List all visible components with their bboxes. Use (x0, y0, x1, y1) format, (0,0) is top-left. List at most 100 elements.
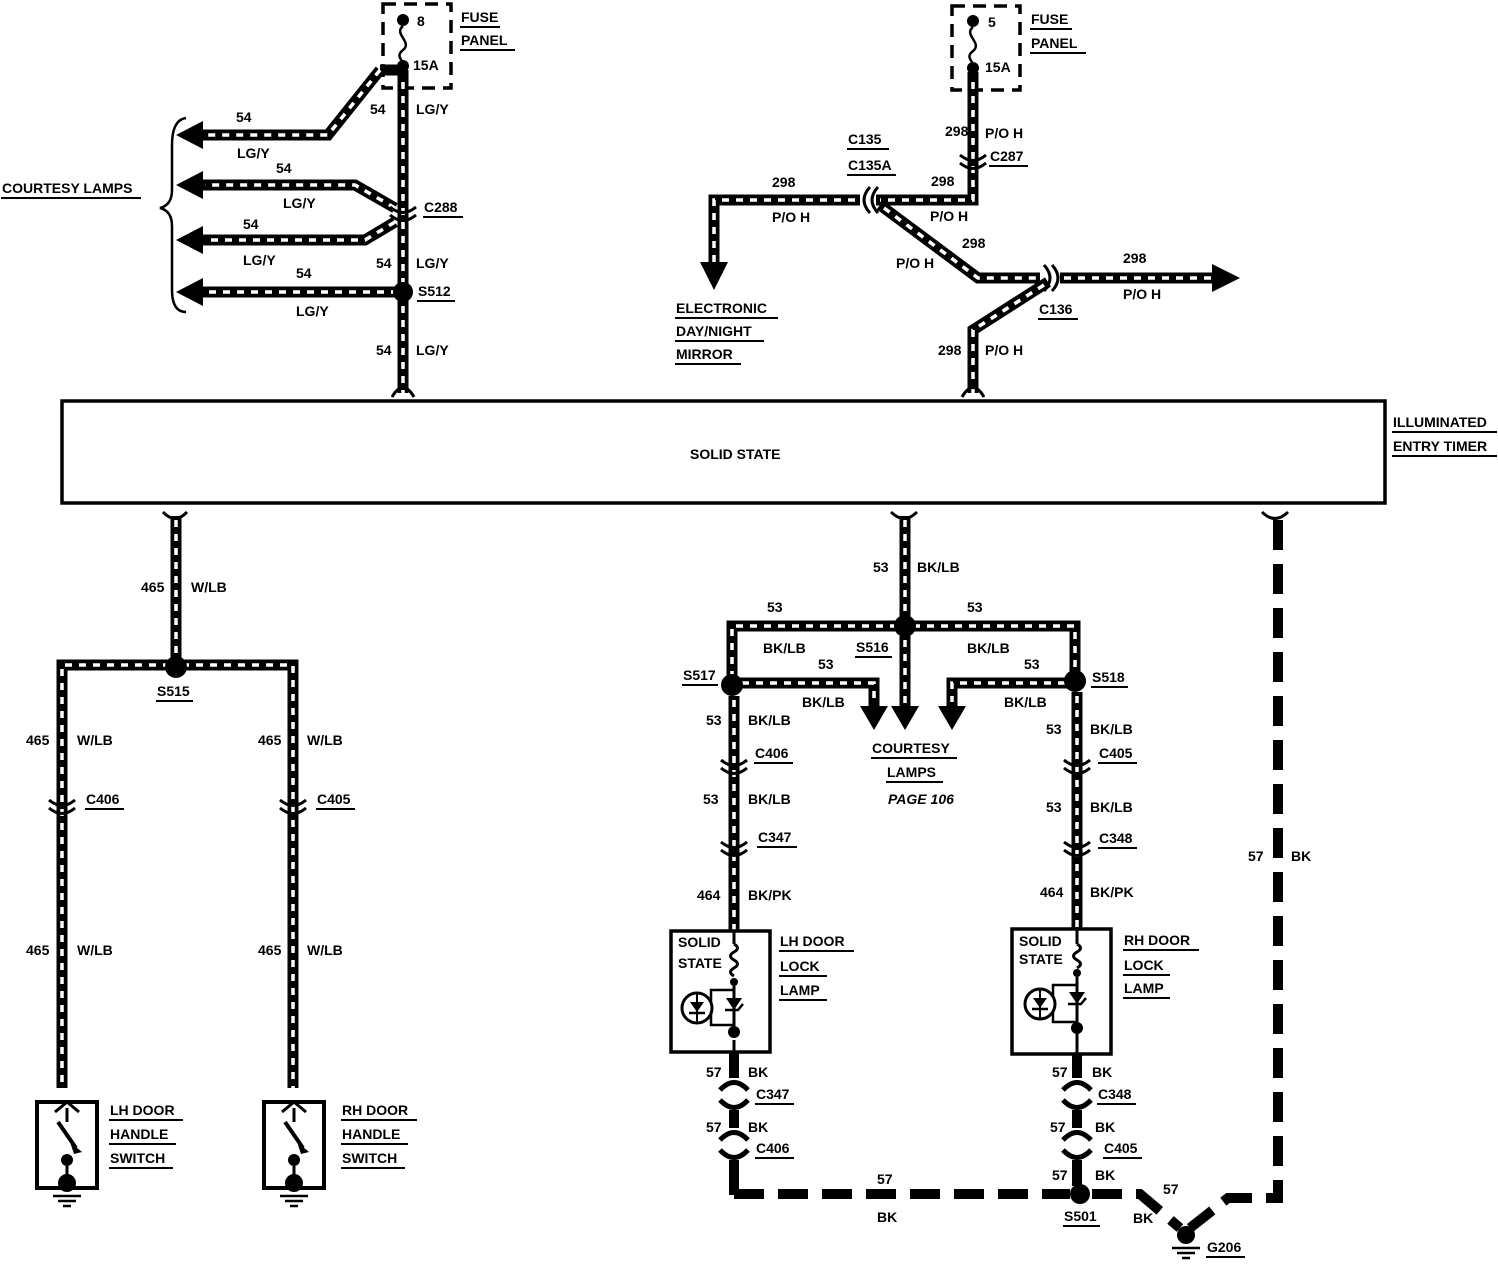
splice-s512-label: S512 (418, 283, 451, 299)
lh-door-lock-lamp (669, 929, 772, 1054)
output-arrow (1212, 264, 1240, 292)
wire-label: LG/Y (296, 303, 329, 319)
wire-label: P/O H (1123, 286, 1161, 302)
wire-label: 53 (818, 656, 834, 672)
wire-label: W/LB (307, 732, 343, 748)
fuse-left: 8 15A FUSE PANEL (381, 2, 515, 90)
wire-label: BK/LB (967, 640, 1010, 656)
wire-label: BK/LB (748, 712, 791, 728)
wire-label: 54 (296, 265, 312, 281)
wire-298-poh (700, 72, 1240, 398)
connector-c347-lower: C347 (756, 1086, 790, 1102)
connector-c347-upper: C347 (758, 829, 792, 845)
mirror-arrow (700, 262, 728, 290)
courtesy-ref-3: PAGE 106 (888, 791, 954, 807)
connector-c405-center: C405 (1099, 745, 1133, 761)
connector-c406-lower: C406 (756, 1140, 790, 1156)
wire-label: 53 (1046, 721, 1062, 737)
wire-label: 57 (706, 1064, 722, 1080)
rh-switch-label-2: HANDLE (342, 1126, 400, 1142)
wire-label: BK/LB (763, 640, 806, 656)
connector-c406-symbol (48, 798, 76, 807)
wire-label: 298 (945, 123, 969, 139)
wire-label: P/O H (772, 209, 810, 225)
wire-label: 57 (877, 1171, 893, 1187)
connector-c135-symbol (862, 185, 872, 215)
wire-label: 57 (706, 1119, 722, 1135)
fuse-left-label-1: FUSE (461, 9, 498, 25)
splice-s516-label: S516 (856, 639, 889, 655)
lh-lock-label-2: LOCK (780, 958, 820, 974)
connector-c288: C288 (424, 199, 458, 215)
wire-label: BK/LB (802, 694, 845, 710)
connector-c287: C287 (990, 148, 1024, 164)
wire-label: 53 (703, 791, 719, 807)
fuse-left-number: 8 (417, 13, 425, 29)
wire-label: 57 (1248, 848, 1264, 864)
lamp-arrow-2 (176, 171, 203, 199)
connector-c348-lower: C348 (1098, 1086, 1132, 1102)
lh-switch-label-1: LH DOOR (110, 1102, 175, 1118)
mirror-label-3: MIRROR (676, 346, 733, 362)
wire-label: 54 (370, 101, 386, 117)
courtesy-lamps-label: COURTESY LAMPS (2, 180, 132, 196)
wire-label: LG/Y (237, 145, 270, 161)
wire-label: LG/Y (416, 342, 449, 358)
wire-label: 53 (706, 712, 722, 728)
splice-s501 (1070, 1184, 1090, 1204)
wire-label: 465 (26, 942, 50, 958)
rh-door-lock-lamp (1010, 927, 1113, 1056)
wire-label: 57 (1052, 1064, 1068, 1080)
wire-label: W/LB (191, 579, 227, 595)
wire-label: 57 (1050, 1119, 1066, 1135)
splice-s515 (165, 656, 187, 678)
wire-label: BK/LB (917, 559, 960, 575)
wire-label: 298 (938, 342, 962, 358)
splice-s501-label: S501 (1064, 1208, 1097, 1224)
wire-53-bklb (720, 510, 1091, 930)
wire-label: 57 (1163, 1181, 1179, 1197)
fuse-right-label-2: PANEL (1031, 35, 1078, 51)
rh-switch-label-3: SWITCH (342, 1150, 397, 1166)
lh-lock-solid-2: STATE (678, 955, 722, 971)
connector-c405-symbol (279, 798, 307, 807)
module-name-2: ENTRY TIMER (1393, 438, 1487, 454)
fuse-right-label-1: FUSE (1031, 11, 1068, 27)
wire-label: BK/LB (1004, 694, 1047, 710)
wire-label: BK/LB (1090, 799, 1133, 815)
wire-465-wlb (48, 510, 307, 1088)
connector-c348-symbol (1063, 840, 1091, 849)
ground-g206-label: G206 (1207, 1239, 1241, 1255)
wire-label: 464 (697, 887, 721, 903)
wire-label: 54 (376, 342, 392, 358)
rh-lock-label-3: LAMP (1124, 980, 1164, 996)
splice-s518-label: S518 (1092, 669, 1125, 685)
module-name-1: ILLUMINATED (1393, 414, 1487, 430)
wire-label: W/LB (77, 942, 113, 958)
wire-label: 298 (931, 173, 955, 189)
fuse-right-number: 5 (988, 14, 996, 30)
wire-label: 465 (26, 732, 50, 748)
splice-s517 (721, 674, 743, 696)
lh-door-handle-switch (35, 1100, 99, 1208)
connector-c135: C135 (848, 131, 882, 147)
wire-label: 298 (772, 174, 796, 190)
wire-label: 53 (1046, 799, 1062, 815)
wire-label: 54 (276, 160, 292, 176)
lh-lock-label-1: LH DOOR (780, 933, 845, 949)
illuminated-entry-timer-module (60, 399, 1387, 505)
connector-c406-symbol (720, 758, 748, 767)
wire-label: W/LB (307, 942, 343, 958)
fuse-left-rating: 15A (413, 57, 439, 73)
wire-label: P/O H (985, 125, 1023, 141)
wire-label: BK (748, 1119, 768, 1135)
wire-label: 465 (258, 942, 282, 958)
wire-label: W/LB (77, 732, 113, 748)
connector-c136: C136 (1039, 301, 1073, 317)
rh-lock-label-1: RH DOOR (1124, 932, 1190, 948)
splice-s515-label: S515 (157, 683, 190, 699)
rh-lock-solid-1: SOLID (1019, 933, 1062, 949)
wire-label: 53 (967, 599, 983, 615)
connector-c347-symbol (720, 840, 748, 849)
wire-label: 465 (258, 732, 282, 748)
